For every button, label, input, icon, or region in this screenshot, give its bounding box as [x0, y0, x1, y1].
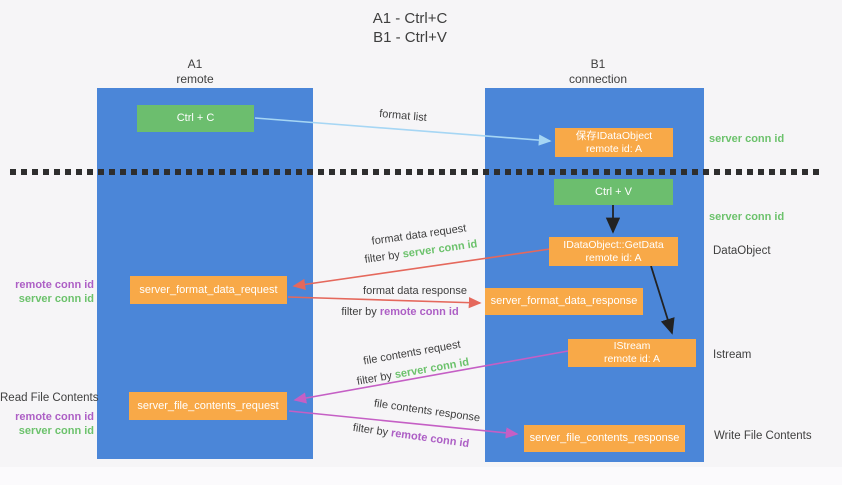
column-a1-id: A1	[187, 57, 203, 71]
istream-line2: remote id: A	[603, 353, 661, 365]
dataobject-label: DataObject	[713, 245, 771, 257]
filter-by-remote-conn-id-label-1: filter by remote conn id	[341, 306, 458, 318]
server-file-contents-response-label: server_file_contents_response	[529, 432, 680, 444]
ctrl-c-label: Ctrl + C	[176, 112, 215, 124]
save-idataobject-line2: remote id: A	[585, 142, 643, 155]
istream-box: IStream remote id: A	[568, 339, 696, 367]
ctrl-v-label: Ctrl + V	[595, 185, 632, 198]
server-format-data-request-box: server_format_data_request	[130, 276, 287, 304]
diagram-title: A1 - Ctrl+C B1 - Ctrl+V	[373, 9, 448, 47]
title-line-2: B1 - Ctrl+V	[373, 29, 447, 46]
column-header-a1: A1 remote	[176, 57, 213, 87]
server-file-contents-request-label: server_file_contents_request	[137, 399, 279, 412]
getdata-line2: remote id: A	[585, 251, 642, 264]
title-line-1: A1 - Ctrl+C	[372, 10, 448, 27]
ctrl-v-box: Ctrl + V	[554, 179, 673, 205]
server-conn-id-label: server conn id	[18, 293, 94, 305]
save-idataobject-line1: 保存IDataObject	[575, 129, 653, 142]
server-conn-id-label: server conn id	[18, 425, 94, 437]
filter-by-text: filter by	[355, 369, 396, 388]
remote-conn-id-text: remote conn id	[390, 427, 470, 451]
format-data-response-arrow	[287, 296, 482, 309]
left-conn-id-labels-mid: remote conn id server conn id	[0, 278, 94, 306]
right-server-conn-id-mid: server conn id	[709, 211, 785, 223]
remote-conn-id-text: remote conn id	[379, 306, 459, 318]
filter-by-text: filter by	[341, 306, 380, 318]
dashed-separator-line	[10, 169, 824, 175]
server-format-data-request-label: server_format_data_request	[139, 283, 278, 296]
idataobject-getdata-box: IDataObject::GetData remote id: A	[549, 237, 678, 266]
file-contents-response-label: file contents response	[373, 397, 481, 425]
filter-by-text: filter by	[352, 421, 392, 440]
ctrl-c-box: Ctrl + C	[137, 105, 254, 132]
footer-strip	[0, 467, 842, 485]
write-file-contents-label: Write File Contents	[714, 430, 812, 442]
right-server-conn-id-top: server conn id	[709, 133, 785, 145]
istream-line1: IStream	[613, 340, 651, 352]
column-header-b1: B1 connection	[569, 57, 627, 87]
filter-by-remote-conn-id-label-2: filter by remote conn id	[352, 422, 470, 450]
server-file-contents-response-box: server_file_contents_response	[524, 425, 685, 452]
column-b1-subtitle: connection	[568, 72, 628, 86]
column-a1-subtitle: remote	[176, 72, 214, 86]
filter-by-text: filter by	[363, 248, 404, 266]
remote-conn-id-label: remote conn id	[15, 411, 94, 423]
column-b1-id: B1	[590, 57, 606, 71]
getdata-line1: IDataObject::GetData	[563, 238, 664, 251]
read-file-contents-label: Read File Contents	[0, 392, 99, 404]
server-format-data-response-box: server_format_data_response	[485, 288, 643, 315]
server-file-contents-request-box: server_file_contents_request	[129, 392, 287, 420]
format-list-label: format list	[378, 107, 428, 125]
format-data-response-label: format data response	[363, 285, 467, 297]
remote-conn-id-label: remote conn id	[15, 279, 94, 291]
server-format-data-response-label: server_format_data_response	[490, 295, 638, 307]
istream-side-label: Istream	[713, 349, 752, 361]
left-conn-id-labels-bottom: remote conn id server conn id	[0, 410, 94, 438]
save-idataobject-box: 保存IDataObject remote id: A	[555, 128, 673, 157]
